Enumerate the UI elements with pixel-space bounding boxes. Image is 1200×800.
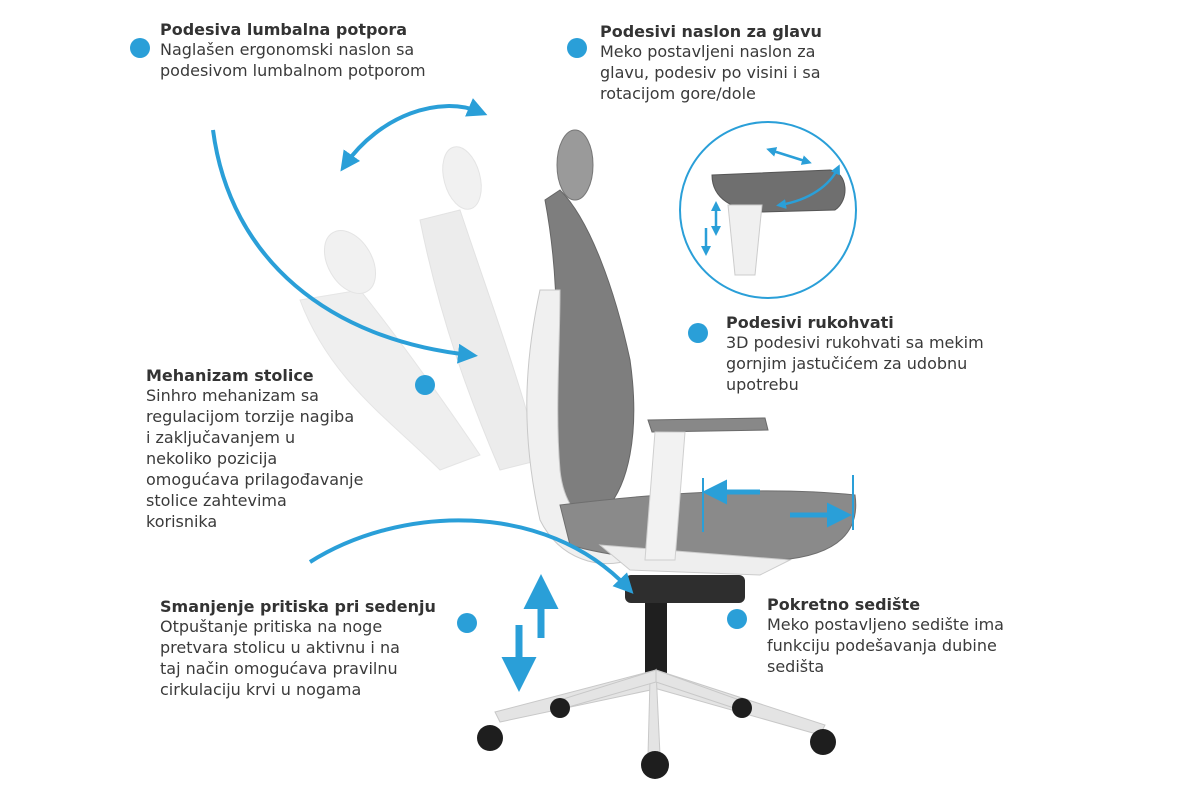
armrests-bullet-icon <box>688 323 708 343</box>
feature-title: Smanjenje pritiska pri sedenju <box>160 597 436 616</box>
feature-title: Podesivi naslon za glavu <box>600 22 822 41</box>
feature-lumbar: Podesiva lumbalna potpora Naglašen ergon… <box>160 20 426 81</box>
feature-description: Sinhro mehanizam sa regulacijom torzije … <box>146 386 364 531</box>
chair-base <box>494 668 826 756</box>
feature-description: Meko postavljeni naslon za glavu, podesi… <box>600 42 821 103</box>
feature-title: Mehanizam stolice <box>146 366 314 385</box>
seat <box>559 490 857 563</box>
feature-title: Pokretno sedište <box>767 595 921 614</box>
pressure-bullet-icon <box>457 613 477 633</box>
mechanism-bullet-icon <box>415 375 435 395</box>
headrest-bullet-icon <box>567 38 587 58</box>
feature-description: Otpuštanje pritiska na noge pretvara sto… <box>160 617 400 699</box>
feature-armrests: Podesivi rukohvati 3D podesivi rukohvati… <box>726 313 984 395</box>
feature-headrest: Podesivi naslon za glavu Meko postavljen… <box>600 22 822 104</box>
casters <box>477 698 836 779</box>
feature-description: 3D podesivi rukohvati sa mekim gornjim j… <box>726 333 984 394</box>
mechanism <box>625 575 745 603</box>
feature-mechanism: Mehanizam stolice Sinhro mehanizam sa re… <box>146 366 363 532</box>
seat-bullet-icon <box>727 609 747 629</box>
feature-seat: Pokretno sedište Meko postavljeno sedišt… <box>767 595 1004 677</box>
feature-description: Meko postavljeno sedište ima funkciju po… <box>767 615 1004 676</box>
headrest-rotation-arrow <box>340 98 488 172</box>
armrest-detail-inset <box>679 121 857 299</box>
feature-title: Podesiva lumbalna potpora <box>160 20 408 39</box>
feature-title: Podesivi rukohvati <box>726 313 894 332</box>
recline-ghost-backrests <box>299 146 541 471</box>
gas-lift <box>645 603 667 678</box>
armrest <box>647 417 769 433</box>
lumbar-bullet-icon <box>130 38 150 58</box>
pressure-arrow <box>308 518 634 594</box>
recline-arrow <box>211 129 478 364</box>
headrest <box>556 129 594 201</box>
feature-pressure: Smanjenje pritiska pri sedenju Otpuštanj… <box>160 597 436 700</box>
feature-description: Naglašen ergonomski naslon sa podesivom … <box>160 40 426 80</box>
